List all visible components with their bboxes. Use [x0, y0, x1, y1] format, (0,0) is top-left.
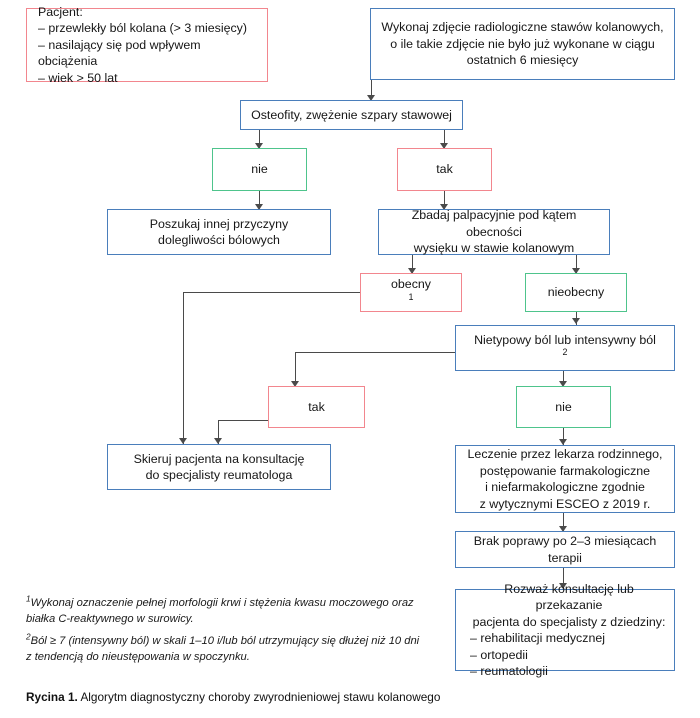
- node-patient-line1: Pacjent:: [38, 4, 83, 19]
- arrowhead-nie2: [559, 381, 567, 387]
- connector-palpation-to-nieobecny: [576, 255, 578, 273]
- arrowhead-no-improvement: [559, 526, 567, 532]
- connector-tak-to-palpation: [444, 191, 446, 209]
- node-palpation-line1: Zbadaj palpacyjnie pod kątem obecności: [411, 208, 577, 239]
- node-nie-2[interactable]: nie: [516, 386, 611, 428]
- connector-osteophytes-to-tak: [444, 130, 446, 148]
- node-tak-2-label: tak: [308, 399, 325, 414]
- arrowhead-consider-referral: [559, 583, 567, 589]
- node-gp-treatment[interactable]: Leczenie przez lekarza rodzinnego, postę…: [455, 445, 675, 513]
- node-refer-rheumatologist[interactable]: Skieruj pacjenta na konsultację do specj…: [107, 444, 331, 490]
- node-other-cause-line1: Poszukaj innej przyczyny: [149, 216, 289, 231]
- connector-obecny-horizontal: [183, 292, 361, 294]
- footnotes: 1Wykonaj oznaczenie pełnej morfologii kr…: [26, 594, 426, 672]
- node-no-improvement[interactable]: Brak poprawy po 2–3 miesiącach terapii: [455, 531, 675, 568]
- node-nieobecny[interactable]: nieobecny: [525, 273, 627, 312]
- node-osteophytes-line1: Osteofity, zwężenie szpary stawowej: [251, 107, 452, 122]
- node-nie-1-label: nie: [251, 162, 268, 177]
- node-xray-line1: Wykonaj zdjęcie radiologiczne stawów kol…: [381, 20, 664, 35]
- node-no-improvement-line1: Brak poprawy po 2–3 miesiącach terapii: [473, 534, 657, 565]
- connector-osteophytes-to-nie: [259, 130, 261, 148]
- arrowhead-osteophytes: [367, 95, 375, 101]
- footnote-2: 2Ból ≥ 7 (intensywny ból) w skali 1–10 i…: [26, 632, 426, 666]
- node-refer-rheumatologist-line2: do specjalisty reumatologa: [145, 468, 293, 482]
- node-xray[interactable]: Wykonaj zdjęcie radiologiczne stawów kol…: [370, 8, 675, 80]
- arrowhead-tak2: [291, 381, 299, 387]
- node-consider-referral-line2: pacjenta do specjalisty z dziedziny:: [472, 614, 666, 629]
- node-gp-treatment-line4: z wytycznymi ESCEO z 2019 r.: [479, 496, 651, 511]
- node-other-cause-line2: dolegliwości bólowych: [158, 233, 280, 247]
- figure-caption: Rycina 1. Algorytm diagnostyczny choroby…: [26, 690, 666, 704]
- node-other-cause[interactable]: Poszukaj innej przyczyny dolegliwości bó…: [107, 209, 331, 255]
- node-tak-1[interactable]: tak: [397, 148, 492, 191]
- node-patient-line4: – wiek > 50 lat: [38, 70, 118, 85]
- node-nieobecny-label: nieobecny: [547, 285, 605, 300]
- arrowhead-tak1: [440, 143, 448, 149]
- connector-nieobecny-to-atypical: [576, 302, 578, 325]
- node-palpation[interactable]: Zbadaj palpacyjnie pod kątem obecności w…: [378, 208, 610, 256]
- node-tak-1-label: tak: [436, 162, 453, 177]
- footnote-1: 1Wykonaj oznaczenie pełnej morfologii kr…: [26, 594, 426, 628]
- node-refer-rheumatologist-line1: Skieruj pacjenta na konsultację: [133, 451, 305, 466]
- connector-obecny-vertical: [183, 292, 185, 444]
- arrowhead-gp-treatment: [559, 439, 567, 445]
- node-nie-2-label: nie: [555, 399, 572, 414]
- arrowhead-nie1: [255, 143, 263, 149]
- connector-tak2-vertical: [218, 420, 220, 444]
- node-nie-1[interactable]: nie: [212, 148, 307, 191]
- arrowhead-nieobecny: [572, 268, 580, 274]
- arrowhead-palpation: [440, 204, 448, 210]
- node-consider-referral-line3: – rehabilitacji medycznej: [470, 631, 605, 645]
- node-palpation-line2: wysięku w stawie kolanowym: [413, 241, 575, 256]
- footnote-1-text: Wykonaj oznaczenie pełnej morfologii krw…: [26, 597, 414, 625]
- arrowhead-refer-rheum-right: [214, 438, 222, 444]
- arrowhead-other-cause: [255, 204, 263, 210]
- node-tak-2[interactable]: tak: [268, 386, 365, 428]
- node-consider-referral-line1: Rozważ konsultację lub przekazanie: [504, 581, 634, 613]
- node-patient[interactable]: Pacjent: – przewlekły ból kolana (> 3 mi…: [26, 5, 268, 85]
- connector-atypical-to-nie2: [563, 371, 565, 385]
- node-gp-treatment-line1: Leczenie przez lekarza rodzinnego,: [467, 447, 663, 461]
- connector-nie2-to-gp: [563, 428, 565, 445]
- node-gp-treatment-line3: i niefarmakologiczne zgodnie: [485, 480, 645, 494]
- connector-atypical-to-tak2-horizontal: [295, 352, 456, 354]
- figure-caption-text: Algorytm diagnostyczny choroby zwyrodnie…: [77, 690, 441, 704]
- arrowhead-refer-rheum-left: [179, 438, 187, 444]
- arrowhead-atypical-pain: [572, 318, 580, 324]
- figure-caption-label: Rycina 1.: [26, 690, 78, 704]
- node-consider-referral[interactable]: Rozważ konsultację lub przekazanie pacje…: [455, 582, 675, 678]
- node-xray-line2: o ile takie zdjęcie nie było już wykonan…: [390, 36, 655, 51]
- arrowhead-obecny: [408, 268, 416, 274]
- footnote-1-marker: 1: [26, 594, 31, 604]
- connector-atypical-to-tak2-vertical: [295, 352, 297, 385]
- node-osteophytes[interactable]: Osteofity, zwężenie szpary stawowej: [240, 100, 463, 130]
- connector-palpation-to-obecny: [412, 255, 414, 273]
- connector-nie-to-other-cause: [259, 191, 261, 209]
- connector-xray-to-osteophytes: [371, 80, 373, 99]
- node-consider-referral-line4: – ortopedii: [470, 647, 528, 662]
- node-patient-line3: – nasilający się pod wpływem obciążenia: [38, 37, 201, 69]
- node-gp-treatment-line2: postępowanie farmakologiczne: [479, 463, 651, 478]
- connector-no-improvement-to-consider: [563, 568, 565, 588]
- node-xray-line3: ostatnich 6 miesięcy: [466, 53, 579, 68]
- footnote-2-marker: 2: [26, 632, 31, 642]
- connector-gp-to-no-improvement: [563, 513, 565, 531]
- node-obecny-footnote-marker: 1: [408, 291, 414, 302]
- node-patient-line2: – przewlekły ból kolana (> 3 miesięcy): [38, 21, 248, 36]
- node-consider-referral-line5: – reumatologii: [470, 664, 548, 678]
- node-atypical-pain-footnote-marker: 2: [562, 346, 568, 357]
- connector-tak2-horizontal: [218, 420, 268, 422]
- footnote-2-text: Ból ≥ 7 (intensywny ból) w skali 1–10 i/…: [26, 634, 420, 663]
